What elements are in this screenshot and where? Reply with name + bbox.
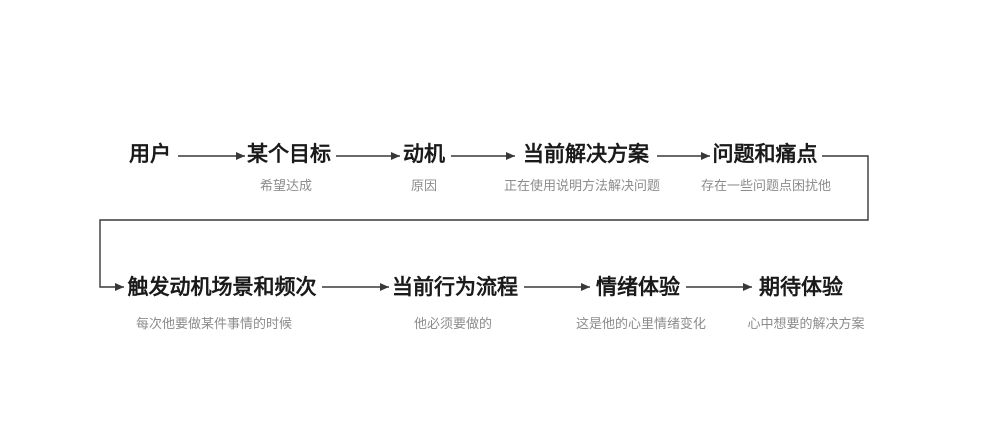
node-problems-pain-points-label: 问题和痛点 — [712, 143, 818, 166]
node-current-behavior-flow-label: 当前行为流程 — [392, 276, 518, 299]
connector-painpoints-to-trigger — [99, 155, 869, 291]
node-current-behavior-flow-sublabel: 他必须要做的 — [413, 316, 493, 331]
node-current-solution-sublabel: 正在使用说明方法解决问题 — [503, 178, 661, 193]
node-current-solution-label: 当前解决方案 — [523, 143, 649, 166]
node-motivation-label: 动机 — [403, 143, 445, 166]
node-goal-sublabel: 希望达成 — [259, 178, 313, 193]
node-motivation-sublabel: 原因 — [410, 178, 438, 193]
node-emotional-experience-sublabel: 这是他的心里情绪变化 — [575, 316, 707, 331]
node-expected-experience-sublabel: 心中想要的解决方案 — [747, 316, 865, 331]
node-user-label: 用户 — [129, 143, 171, 166]
node-goal-label: 某个目标 — [247, 143, 331, 166]
node-trigger-scene-frequency-label: 触发动机场景和频次 — [127, 276, 317, 299]
node-problems-pain-points-sublabel: 存在一些问题点困扰他 — [700, 178, 832, 193]
node-emotional-experience-label: 情绪体验 — [596, 276, 680, 299]
node-trigger-scene-frequency-sublabel: 每次他要做某件事情的时候 — [135, 316, 293, 331]
node-expected-experience-label: 期待体验 — [759, 276, 843, 299]
